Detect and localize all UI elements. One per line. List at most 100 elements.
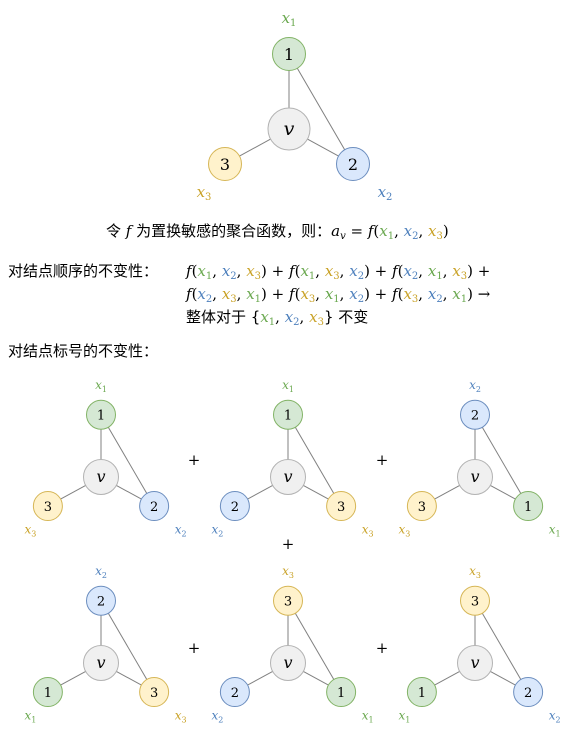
small-5-xlabel-top: x3 [282, 564, 294, 580]
main-node-right-label: 2 [348, 155, 358, 174]
small-4-xlabel-top: x2 [95, 564, 107, 580]
main-xlabel-right: x2 [378, 183, 393, 203]
small-5-node-v [270, 645, 306, 681]
small-1-node-right [139, 491, 170, 522]
small-6-node-left [406, 677, 437, 708]
plus-sign-3: + [282, 535, 295, 553]
small-5-node-left [219, 677, 250, 708]
order-invariance-label: 对结点顺序的不变性： [8, 262, 158, 280]
small-2-node-top [273, 399, 303, 430]
small-3-xlabel-right: x1 [549, 522, 561, 538]
small-5-xlabel-left: x2 [212, 708, 224, 724]
order-formula-line-1: f(x1​, x2​, x3​) + f(x1​, x3​, x2​) + f(… [185, 262, 490, 282]
small-1-node-top-label: 1 [97, 409, 105, 424]
small-1-xlabel-top: x1 [95, 378, 107, 394]
small-2-xlabel-top: x1 [282, 378, 294, 394]
main-node-left [208, 147, 242, 181]
small-1-edge-top-right [107, 427, 148, 494]
small-4-edge-left-center [60, 670, 86, 686]
small-4-node-right-label: 3 [150, 686, 158, 701]
small-5-edge-top-right [294, 613, 335, 680]
small-3-xlabel-top: x2 [469, 378, 481, 394]
small-4-node-top [86, 585, 116, 616]
small-1-xlabel-right: x2 [175, 522, 187, 538]
small-4-graph: v 2 1 3 x2 x1 x3 [25, 564, 187, 724]
small-5-edge-right-center [303, 670, 329, 686]
main-node-top-label: 1 [284, 45, 294, 64]
small-4-node-top-label: 2 [97, 595, 105, 610]
main-node-left-label: 3 [220, 155, 230, 174]
main-xlabel-left: x3 [197, 183, 212, 203]
main-edge-right-center [307, 138, 339, 157]
small-4-node-v-label: v [96, 653, 105, 672]
definition-line: 令 f 为置换敏感的聚合函数，则：av = f(x1, x2, x3) [106, 222, 449, 242]
order-formula-line-2: f(x2​, x3​, x1​) + f(x3​, x1​, x2​) + f(… [185, 285, 491, 305]
small-6-xlabel-top: x3 [469, 564, 481, 580]
small-3-node-top [460, 399, 490, 430]
small-6-node-right [513, 677, 544, 708]
main-node-v [267, 107, 311, 151]
small-3-edge-right-center [490, 484, 516, 500]
small-3-node-top-label: 2 [471, 409, 479, 424]
plus-sign-4: + [188, 639, 201, 657]
small-2-node-v-label: v [283, 467, 292, 486]
small-4-edge-top-right [107, 613, 148, 680]
small-6-node-v-label: v [470, 653, 479, 672]
small-1-node-right-label: 2 [150, 500, 158, 515]
small-5-node-left-label: 2 [231, 686, 239, 701]
label-invariance-label: 对结点标号的不变性： [8, 342, 158, 360]
small-5-graph: v 3 2 1 x3 x2 x1 [212, 564, 374, 724]
small-4-xlabel-left: x1 [25, 708, 37, 724]
small-3-xlabel-left: x3 [399, 522, 411, 538]
main-edge-top-right [296, 68, 346, 150]
main-node-v-label: v [284, 118, 295, 140]
plus-sign-2: + [376, 451, 389, 469]
small-3-node-right-label: 1 [524, 500, 532, 515]
small-5-node-top [273, 585, 303, 616]
small-3-node-v [457, 459, 493, 495]
small-5-node-right-label: 1 [337, 686, 345, 701]
main-edge-left-center [239, 138, 271, 157]
small-1-node-left [32, 491, 63, 522]
small-4-node-v [83, 645, 119, 681]
main-node-top [272, 37, 306, 71]
order-formula-line-3: 整体对于 {x1​, x2​, x3​} 不变 [186, 308, 368, 328]
main-graph: v 1 3 2 x1 x3 x2 [197, 9, 393, 203]
small-2-node-left [219, 491, 250, 522]
small-6-node-top-label: 3 [471, 595, 479, 610]
small-2-node-left-label: 2 [231, 500, 239, 515]
small-2-xlabel-left: x2 [212, 522, 224, 538]
small-2-xlabel-right: x3 [362, 522, 374, 538]
small-1-node-v-label: v [96, 467, 105, 486]
small-5-node-top-label: 3 [284, 595, 292, 610]
small-5-xlabel-right: x1 [362, 708, 374, 724]
small-4-node-left-label: 1 [44, 686, 52, 701]
small-5-node-right [326, 677, 357, 708]
small-2-edge-top-right [294, 427, 335, 494]
small-1-edge-right-center [116, 484, 142, 500]
small-6-xlabel-right: x2 [549, 708, 561, 724]
small-1-xlabel-left: x3 [25, 522, 37, 538]
plus-sign-5: + [376, 639, 389, 657]
small-6-node-left-label: 1 [418, 686, 426, 701]
small-2-edge-left-center [247, 484, 273, 500]
small-5-node-v-label: v [283, 653, 292, 672]
small-4-node-left [32, 677, 63, 708]
small-4-node-right [139, 677, 170, 708]
main-node-right [336, 147, 370, 181]
small-6-edge-right-center [490, 670, 516, 686]
small-1-node-top [86, 399, 116, 430]
small-6-node-v [457, 645, 493, 681]
small-4-xlabel-right: x3 [175, 708, 187, 724]
small-3-edge-top-right [481, 427, 522, 494]
main-xlabel-top: x1 [282, 9, 297, 29]
small-3-node-right [513, 491, 544, 522]
small-6-edge-left-center [434, 670, 460, 686]
small-6-node-top [460, 585, 490, 616]
small-6-xlabel-left: x1 [399, 708, 411, 724]
small-1-node-v [83, 459, 119, 495]
